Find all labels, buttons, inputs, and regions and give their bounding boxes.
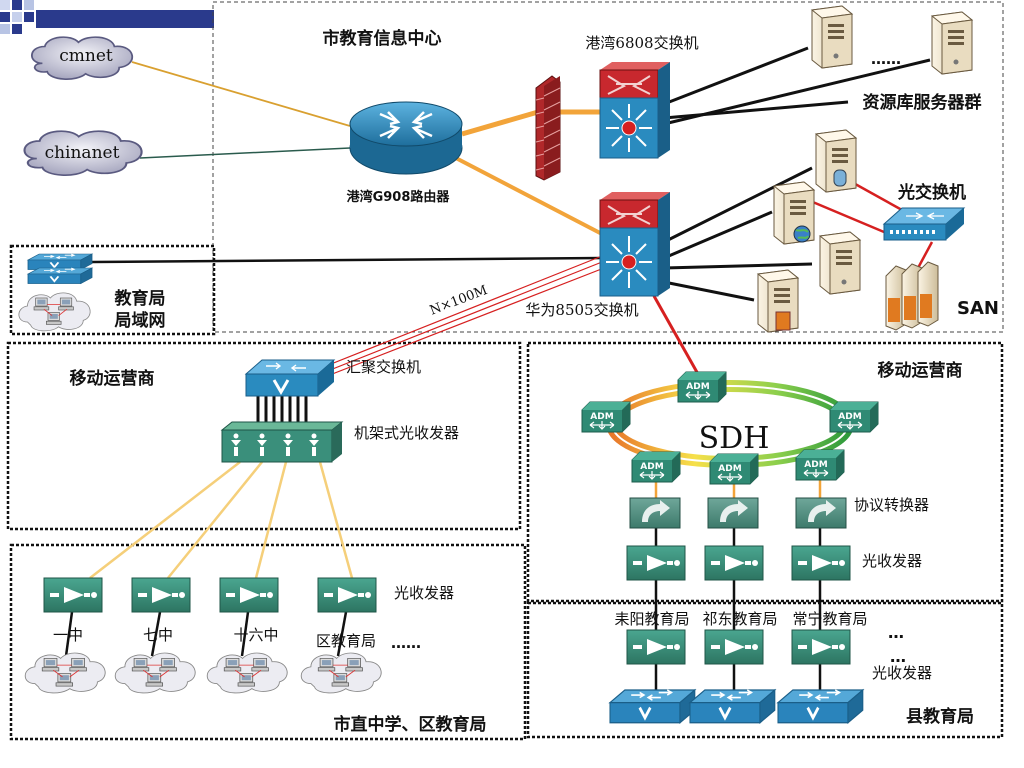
edu-lan-switch-icon	[26, 252, 94, 285]
county-dots-2: …	[890, 647, 906, 666]
protocol-converter-icon	[707, 497, 759, 529]
sdh-label: SDH	[699, 421, 770, 456]
site-label-4: 区教育局	[316, 632, 376, 650]
rack-transceiver-label: 机架式光收发器	[354, 424, 459, 442]
mobile-right-transceiver-label: 光收发器	[862, 552, 922, 570]
corner-logo-icon	[0, 0, 214, 34]
county-site-2: 祁东教育局	[702, 610, 777, 628]
county-title: 县教育局	[906, 706, 974, 727]
transceiver-icon	[43, 577, 103, 613]
server-icon	[931, 11, 973, 75]
schools-border	[9, 543, 527, 741]
transceiver-icon	[626, 629, 686, 665]
adm-icon	[829, 401, 879, 433]
county-switch-icon	[608, 688, 697, 725]
lan-cloud-icon	[301, 653, 381, 693]
adm-icon	[631, 451, 681, 483]
firewall-icon	[535, 75, 561, 181]
transceiver-icon	[219, 577, 279, 613]
edu-lan-cloud-icon	[19, 293, 90, 331]
switch-6808-icon	[599, 62, 670, 159]
mobile-left-title: 移动运营商	[70, 368, 155, 389]
mail-server-icon	[757, 269, 799, 333]
chinanet-cloud-icon: chinanet	[23, 130, 143, 177]
schools-title: 市直中学、区教育局	[334, 714, 487, 735]
lan-cloud-icon	[115, 653, 195, 693]
protocol-converter-label: 协议转换器	[854, 496, 929, 514]
site-label-dots: ……	[391, 634, 421, 652]
adm-icon	[709, 453, 759, 485]
server-group-label: 资源库服务器群	[863, 92, 982, 113]
mobile-right-border	[526, 341, 1004, 603]
mobile-left-border	[6, 341, 522, 531]
transceiver-icon	[704, 545, 764, 581]
site-label-3: 十六中	[233, 626, 278, 644]
db-server-icon	[815, 129, 857, 193]
schools-transceiver-label: 光收发器	[394, 584, 454, 602]
site-label-1: 一中	[53, 626, 83, 644]
adm-icon	[581, 401, 631, 433]
server-icon	[811, 5, 853, 69]
county-border	[526, 601, 1004, 739]
site-label-2: 七中	[143, 626, 173, 644]
transceiver-icon	[131, 577, 191, 613]
mobile-right-title: 移动运营商	[878, 360, 963, 381]
router-icon	[349, 101, 463, 175]
optical-switch-icon	[882, 207, 966, 241]
san-storage-icon	[885, 261, 939, 331]
edu-lan-label-line2: 局域网	[115, 310, 166, 331]
adm-icon	[795, 449, 845, 481]
optical-switch-label: 光交换机	[897, 182, 966, 203]
transceiver-icon	[791, 545, 851, 581]
transceiver-icon	[626, 545, 686, 581]
server-icon	[819, 231, 861, 295]
center-title: 市教育信息中心	[323, 28, 442, 49]
county-site-3: 常宁教育局	[792, 610, 867, 628]
county-dots-1: …	[888, 623, 904, 642]
adm-icon	[677, 371, 727, 403]
edu-lan-border	[9, 244, 216, 336]
center-region-border	[212, 1, 1004, 333]
cmnet-cloud-icon: cmnet	[30, 36, 134, 81]
county-switch-icon	[776, 688, 865, 725]
rack-transceiver-icon	[220, 421, 344, 463]
agg-switch-icon	[244, 359, 336, 397]
county-transceiver-label: 光收发器	[872, 664, 932, 682]
web-server-icon	[773, 181, 815, 245]
links	[64, 46, 934, 692]
agg-switch-label: 汇聚交换机	[346, 358, 421, 376]
server-dots: ……	[871, 50, 901, 68]
county-switch-icon	[688, 688, 777, 725]
cmnet-label: cmnet	[59, 46, 113, 66]
edu-lan-label-line1: 教育局	[114, 288, 166, 309]
lan-cloud-icon	[25, 653, 105, 693]
protocol-converter-icon	[795, 497, 847, 529]
transceiver-icon	[317, 577, 377, 613]
transceiver-icon	[704, 629, 764, 665]
chinanet-label: chinanet	[45, 143, 120, 163]
switch-6808-label: 港湾6808交换机	[585, 34, 698, 52]
san-label: SAN	[957, 298, 999, 319]
router-label: 港湾G908路由器	[347, 189, 451, 205]
switch-8505-icon	[599, 192, 670, 297]
switch-8505-label: 华为8505交换机	[525, 301, 638, 319]
county-site-1: 耒阳教育局	[614, 610, 689, 628]
transceiver-icon	[791, 629, 851, 665]
lan-cloud-icon	[207, 653, 287, 693]
protocol-converter-icon	[629, 497, 681, 529]
